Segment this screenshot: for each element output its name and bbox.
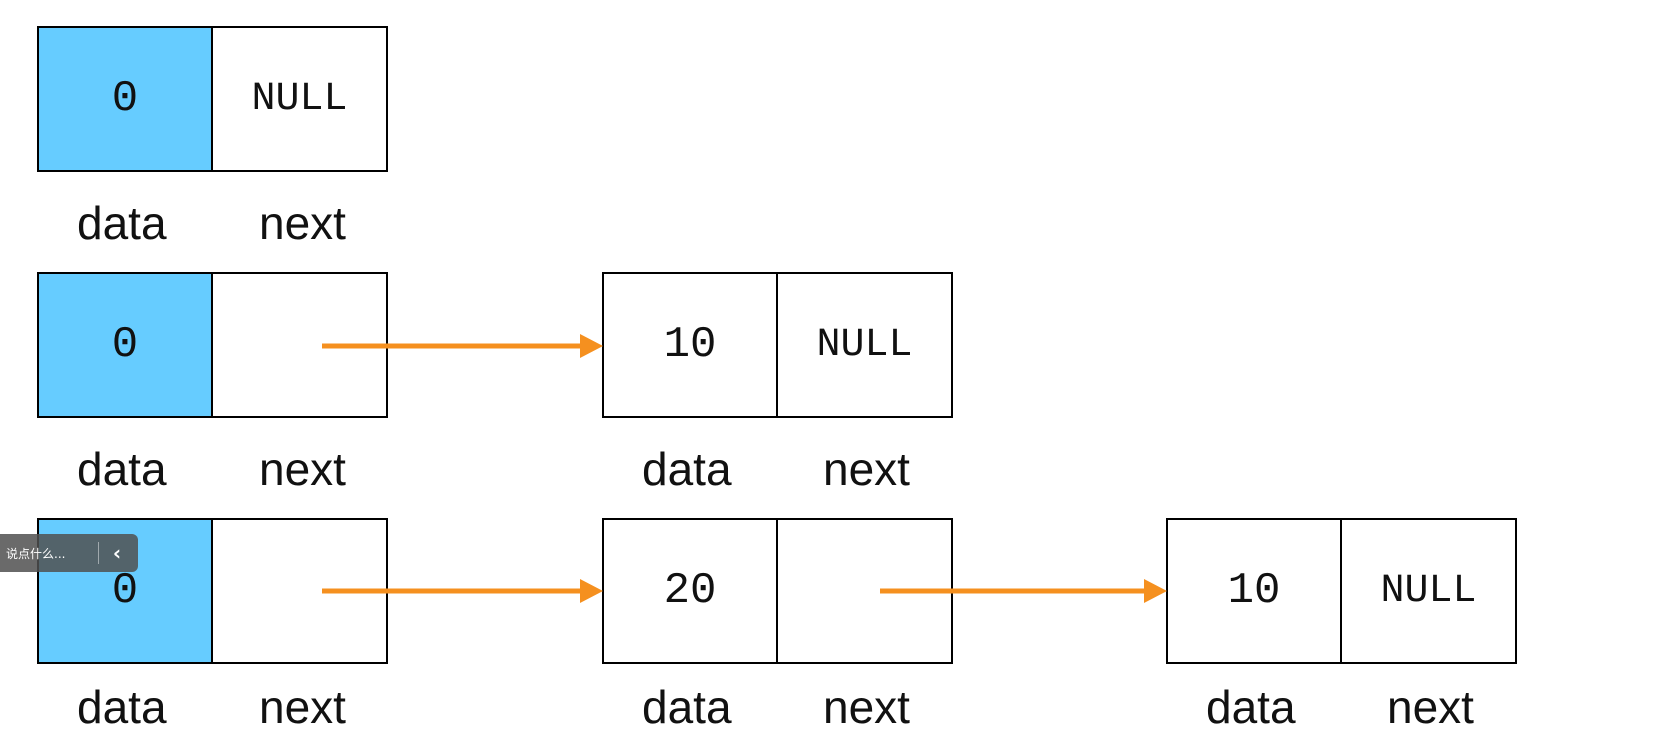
node-head-row1: 0 NULL [37, 26, 388, 172]
next-cell [213, 272, 388, 418]
next-cell [778, 518, 953, 664]
data-cell: 0 [37, 26, 213, 172]
data-cell: 0 [37, 272, 213, 418]
comment-widget[interactable]: 说点什么... ‹ [0, 534, 138, 572]
next-cell: NULL [1342, 518, 1517, 664]
next-label: next [823, 443, 910, 495]
data-cell: 10 [1166, 518, 1342, 664]
data-label: data [77, 681, 167, 733]
data-label: data [77, 197, 167, 249]
data-label: data [642, 681, 732, 733]
data-cell: 10 [602, 272, 778, 418]
next-label: next [259, 681, 346, 733]
next-cell: NULL [213, 26, 388, 172]
next-cell [213, 518, 388, 664]
next-label: next [1387, 681, 1474, 733]
next-label: next [259, 443, 346, 495]
data-label: data [1206, 681, 1296, 733]
node-20-row3: 20 [602, 518, 953, 664]
node-head-row2: 0 [37, 272, 388, 418]
comment-input-placeholder[interactable]: 说点什么... [6, 546, 66, 561]
next-label: next [259, 197, 346, 249]
data-label: data [77, 443, 167, 495]
next-label: next [823, 681, 910, 733]
next-cell: NULL [778, 272, 953, 418]
divider [98, 542, 99, 564]
chevron-left-icon[interactable]: ‹ [112, 541, 122, 565]
data-cell: 20 [602, 518, 778, 664]
node-10-row3: 10 NULL [1166, 518, 1517, 664]
node-10-row2: 10 NULL [602, 272, 953, 418]
data-label: data [642, 443, 732, 495]
